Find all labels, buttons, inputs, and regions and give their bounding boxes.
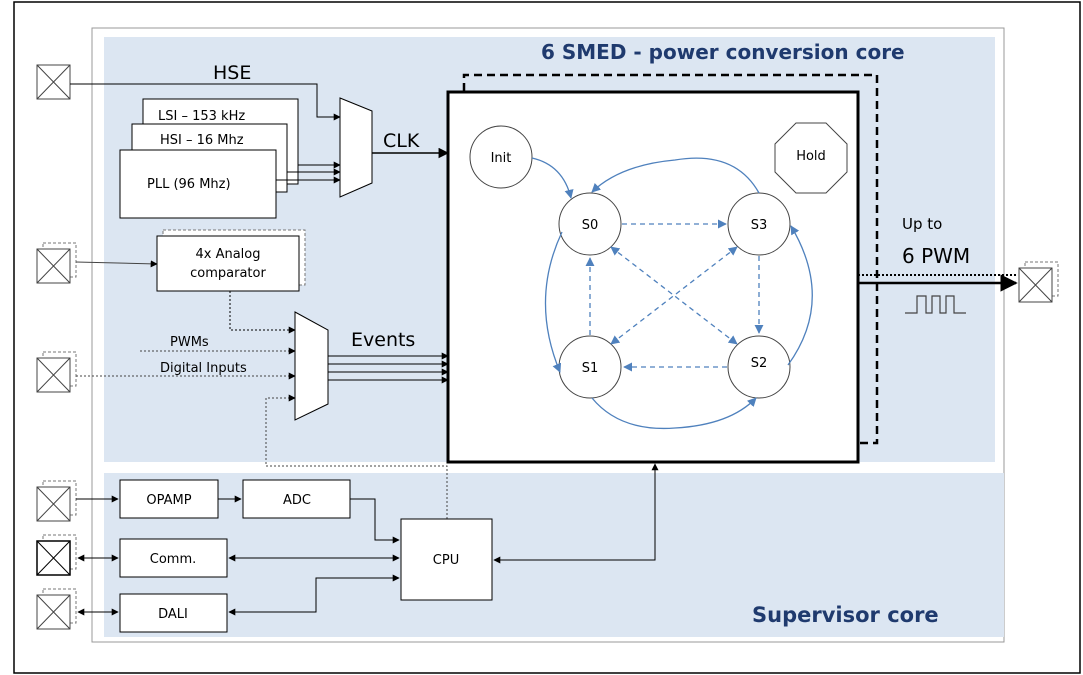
pin-dali <box>36 588 77 630</box>
adc-label: ADC <box>283 493 311 508</box>
adc-to-cpu <box>350 498 400 544</box>
pin-digital-inputs <box>36 351 77 393</box>
clk-label: CLK <box>383 130 420 152</box>
clock-sources: LSI – 153 kHz HSI – 16 Mhz PLL (96 Mhz) <box>119 98 299 219</box>
cpu-label: CPU <box>433 553 459 568</box>
s2-to-s3-arrow <box>787 225 813 366</box>
hold-state <box>774 122 848 194</box>
s3-to-s0-arrow <box>591 157 760 194</box>
s0-to-s1-arrow <box>544 231 563 373</box>
dali-block <box>119 593 228 633</box>
pin-comm <box>36 534 77 576</box>
comm-block <box>119 538 228 578</box>
init-state <box>469 125 533 189</box>
hse-label: HSE <box>213 62 251 84</box>
comparator-label-line1: 4x Analog <box>195 247 260 262</box>
comparator-label-line2: comparator <box>190 266 266 281</box>
events-mux <box>294 311 329 421</box>
cpu-to-mux <box>265 394 448 519</box>
pin-pwm-output <box>1018 261 1059 303</box>
pin-to-comparator <box>75 260 158 268</box>
pin-comparator <box>36 242 77 284</box>
dali-label: DALI <box>158 607 188 622</box>
state-s3-label: S3 <box>751 218 768 233</box>
state-s0 <box>558 192 622 256</box>
hsi-label: HSI – 16 Mhz <box>160 133 244 148</box>
cpu-block <box>400 518 493 601</box>
pin-hse <box>36 64 71 100</box>
analog-comparator-box <box>156 235 300 292</box>
comm-label: Comm. <box>150 552 197 567</box>
lsi-label: LSI – 153 kHz <box>158 109 245 124</box>
smed-stack-outline <box>462 73 879 445</box>
init-label: Init <box>491 151 512 166</box>
pll-label: PLL (96 Mhz) <box>147 177 231 192</box>
hold-label: Hold <box>796 149 826 164</box>
comparator-to-mux <box>229 291 296 334</box>
pin-opamp <box>36 480 77 522</box>
supervisor-connections <box>76 463 659 616</box>
events-label: Events <box>351 329 415 351</box>
hse-line <box>70 83 341 121</box>
pwm-output-label: 6 PWM <box>902 244 970 268</box>
clock-mux <box>339 97 373 198</box>
state-s2-label: S2 <box>751 356 768 371</box>
state-s2 <box>727 335 791 399</box>
dali-cpu-link <box>228 574 400 616</box>
s1-to-s2-arrow <box>591 397 757 430</box>
init-to-s0-arrow <box>531 157 574 199</box>
state-s0-label: S0 <box>582 218 599 233</box>
pwm-waveform-icon <box>905 295 966 314</box>
power-core-title: 6 SMED - power conversion core <box>541 40 905 64</box>
opamp-block <box>119 479 219 519</box>
up-to-label: Up to <box>902 215 942 233</box>
state-s1-label: S1 <box>582 361 599 376</box>
opamp-label: OPAMP <box>146 493 191 508</box>
cpu-smed-link <box>493 463 659 564</box>
pll-box <box>119 149 277 219</box>
events-lines <box>328 352 449 384</box>
digital-inputs-label: Digital Inputs <box>160 361 247 376</box>
pwms-label: PWMs <box>170 335 209 350</box>
supervisor-core-title: Supervisor core <box>752 603 939 627</box>
state-transitions <box>531 157 813 430</box>
